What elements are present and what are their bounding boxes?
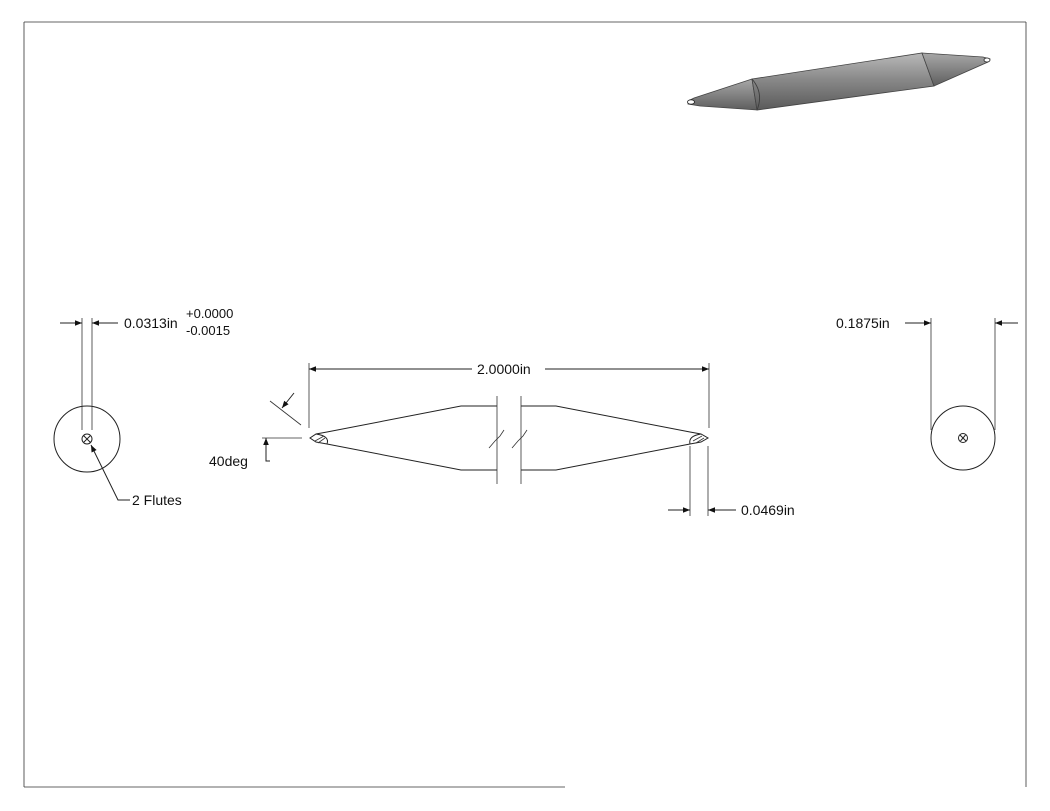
sheet-border xyxy=(23,21,1027,788)
iso-right-cone xyxy=(921,52,991,87)
iso-shank-left-edge xyxy=(751,78,761,111)
iso-left-cone xyxy=(687,78,758,111)
overall-length-label: 2.0000in xyxy=(477,361,531,377)
tip-diameter-tol-plus: +0.0000 xyxy=(186,306,233,321)
tip-diameter-label: 0.0313in xyxy=(124,315,178,331)
side-right-profile xyxy=(521,405,710,471)
right-end-shank-circle xyxy=(930,405,996,471)
left-end-shank-circle xyxy=(53,405,121,473)
iso-left-tip xyxy=(687,99,695,105)
point-length-label: 0.0469in xyxy=(741,502,795,518)
left-end-tip-circle xyxy=(81,433,93,445)
side-left-profile xyxy=(309,405,497,471)
side-view xyxy=(309,396,710,484)
left-end-view xyxy=(53,318,130,501)
right-end-view xyxy=(905,318,1018,471)
right-end-tip-circle xyxy=(958,433,968,443)
point-angle-label: 40deg xyxy=(209,453,248,469)
shank-diameter-label: 0.1875in xyxy=(836,315,890,331)
tip-diameter-tol-minus: -0.0015 xyxy=(186,323,230,338)
overall-length-dimension xyxy=(308,363,710,428)
isometric-tool-view xyxy=(687,52,991,111)
point-length-dimension xyxy=(668,446,736,516)
left-flute-detail xyxy=(315,433,328,445)
right-flute-detail xyxy=(689,433,702,445)
point-angle-dimension xyxy=(262,392,302,462)
iso-shank xyxy=(751,52,935,111)
iso-right-tip xyxy=(983,57,991,63)
flutes-note: 2 Flutes xyxy=(132,492,182,508)
